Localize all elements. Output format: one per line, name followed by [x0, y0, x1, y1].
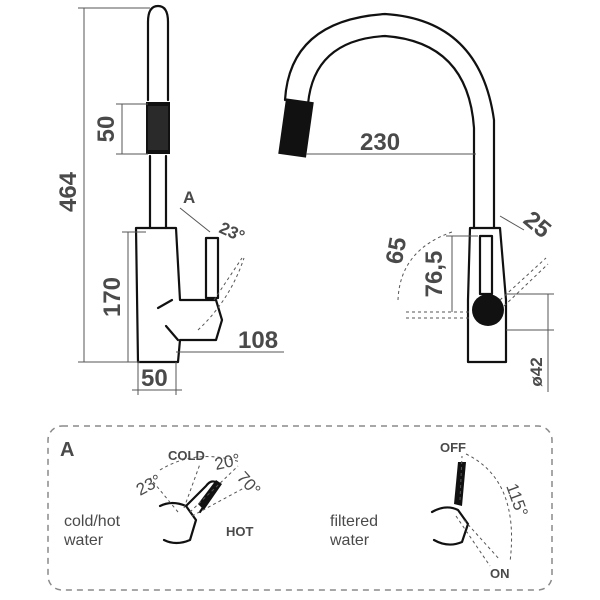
dim-reach: 230	[360, 129, 400, 156]
front-cartridge	[472, 294, 504, 326]
side-lever	[204, 236, 220, 300]
angle-20: 20°	[213, 450, 242, 474]
side-spout	[146, 4, 170, 102]
angle-65: 65	[381, 235, 412, 266]
front-body	[466, 226, 508, 364]
detail-a-panel: A cold/hot water COLD HOT 23° 20° 70° fi…	[47, 425, 553, 591]
right-lever	[454, 462, 466, 506]
off-label: OFF	[440, 440, 466, 455]
dim-hole: ø42	[527, 357, 546, 386]
left-mixer-body	[158, 501, 198, 545]
front-spray-head	[278, 98, 314, 158]
left-lever	[198, 480, 222, 510]
front-view: 230 65 76,5 25 ø42	[278, 12, 556, 392]
detail-marker-a: A	[183, 188, 195, 207]
on-label: ON	[490, 566, 510, 581]
angle-25: 25	[518, 206, 556, 244]
front-spout	[283, 12, 496, 230]
dim-lever-height: 76,5	[421, 251, 448, 298]
right-caption-line1: filtered	[330, 513, 378, 530]
dim-spray-head: 50	[93, 116, 120, 143]
dim-base-diameter: 50	[141, 365, 168, 392]
hot-label: HOT	[226, 524, 254, 539]
detail-a-title: A	[60, 439, 74, 461]
side-view: 464 50 170 108 50 A 23°	[55, 4, 284, 395]
left-caption-line2: water	[63, 532, 104, 549]
dim-total-height: 464	[55, 171, 82, 212]
side-hose	[148, 154, 168, 230]
dim-projection: 108	[238, 327, 278, 354]
angle-lever: 23°	[216, 218, 247, 246]
left-caption-line1: cold/hot	[64, 513, 121, 530]
dim-base-height: 170	[99, 277, 126, 317]
cold-label: COLD	[168, 448, 205, 463]
front-lever	[478, 234, 494, 296]
right-mixer-body	[430, 506, 470, 546]
side-body	[134, 226, 224, 364]
right-caption-line2: water	[329, 532, 370, 549]
